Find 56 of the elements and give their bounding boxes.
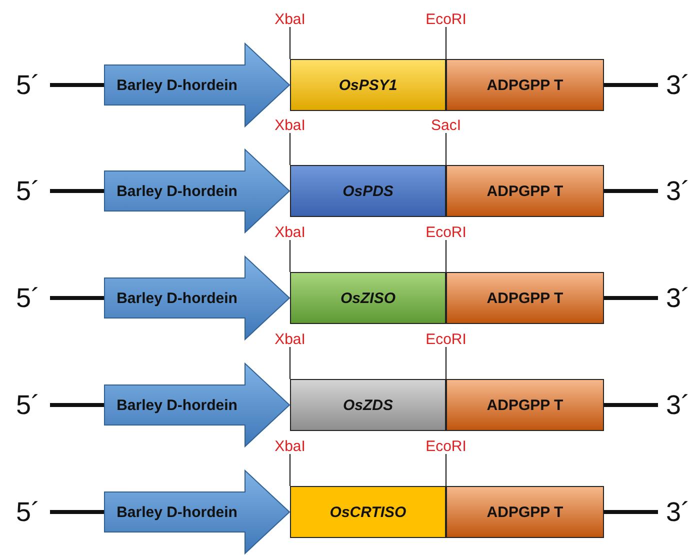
gene-label: OsZDS <box>342 396 394 416</box>
dna-strand-line <box>50 296 104 300</box>
strand-end-label: 3´ <box>664 174 691 208</box>
gene-box <box>290 486 446 538</box>
terminator-box <box>446 379 604 431</box>
gene-box <box>290 379 446 431</box>
promoter-label: Barley D-hordein <box>116 288 238 308</box>
gene-label: OsPDS <box>342 182 394 202</box>
gene-label: OsCRTISO <box>328 502 408 522</box>
dna-strand-line <box>604 189 658 193</box>
terminator-label: ADPGPP T <box>486 76 564 96</box>
promoter-label: Barley D-hordein <box>116 396 238 416</box>
strand-end-label: 5´ <box>14 496 41 528</box>
restriction-site-label: XbaI <box>274 10 306 28</box>
promoter-label: Barley D-hordein <box>116 76 238 96</box>
promoter-label: Barley D-hordein <box>116 502 238 522</box>
dna-strand-line <box>50 403 104 407</box>
terminator-label: ADPGPP T <box>486 502 564 522</box>
restriction-site-label: SacI <box>430 116 462 134</box>
terminator-box <box>446 165 604 217</box>
strand-end-label: 3´ <box>664 388 691 422</box>
restriction-site-label: XbaI <box>274 223 306 241</box>
strand-end-label: 3´ <box>664 282 691 314</box>
restriction-site-label: EcoRI <box>424 330 468 348</box>
restriction-site-label: EcoRI <box>424 223 468 241</box>
restriction-site-label: XbaI <box>274 330 306 348</box>
terminator-label: ADPGPP T <box>486 396 564 416</box>
dna-strand-line <box>50 510 104 514</box>
promoter-label: Barley D-hordein <box>116 182 238 202</box>
restriction-site-label: XbaI <box>274 116 306 134</box>
gene-label: OsZISO <box>339 288 396 308</box>
gene-label: OsPSY1 <box>338 76 398 96</box>
terminator-label: ADPGPP T <box>486 288 564 308</box>
dna-strand-line <box>604 83 658 87</box>
terminator-label: ADPGPP T <box>486 182 564 202</box>
gene-box <box>290 165 446 217</box>
promoter-block <box>104 470 290 554</box>
terminator-box <box>446 486 604 538</box>
dna-strand-line <box>50 83 104 87</box>
restriction-site-label: EcoRI <box>424 437 468 455</box>
dna-strand-line <box>604 403 658 407</box>
gene-box <box>290 59 446 111</box>
dna-strand-line <box>604 296 658 300</box>
strand-end-label: 3´ <box>664 68 691 102</box>
strand-end-label: 5´ <box>14 388 41 422</box>
terminator-box <box>446 272 604 324</box>
dna-strand-line <box>50 189 104 193</box>
terminator-box <box>446 59 604 111</box>
restriction-site-label: EcoRI <box>424 10 468 28</box>
strand-end-label: 3´ <box>664 496 691 528</box>
strand-end-label: 5´ <box>14 282 41 314</box>
strand-end-label: 5´ <box>14 174 41 208</box>
dna-strand-line <box>604 510 658 514</box>
gene-box <box>290 272 446 324</box>
strand-end-label: 5´ <box>14 68 41 102</box>
restriction-site-label: XbaI <box>274 437 306 455</box>
